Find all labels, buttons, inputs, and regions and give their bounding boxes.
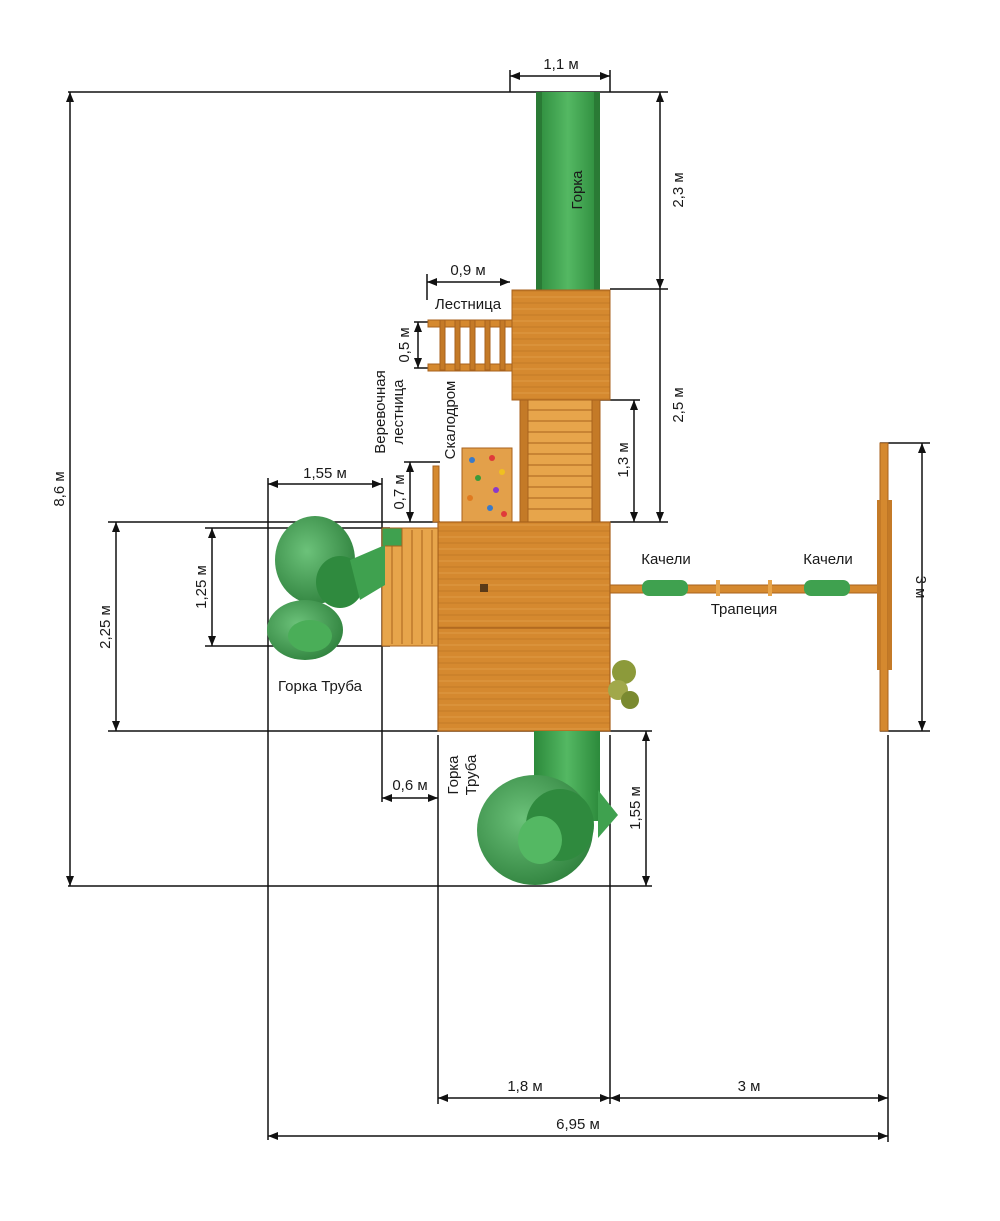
slide-label: Горка <box>569 170 586 210</box>
tube-slide-bottom-label-2: Труба <box>463 754 480 795</box>
bush <box>608 660 639 709</box>
tube-slide-left <box>267 516 385 660</box>
upper-tower <box>511 289 611 401</box>
rope-ladder <box>432 465 440 523</box>
tube-slide-bottom <box>477 731 618 885</box>
swings-label-1: Качели <box>641 551 691 568</box>
slide-length-label: 2,3 м <box>670 172 687 207</box>
swing-frame <box>609 442 892 732</box>
tube-slide-bottom-label-1: Горка <box>445 755 462 795</box>
rope-ladder-label-2: лестница <box>390 379 407 445</box>
tube-slide-left-label: Горка Труба <box>278 678 363 695</box>
ladder <box>427 319 513 372</box>
stairs <box>519 399 601 523</box>
slide <box>536 92 600 292</box>
total-height-label: 8,6 м <box>51 471 68 506</box>
swing-width-label: 3 м <box>912 576 929 599</box>
tube-left-width-label: 1,55 м <box>303 465 347 482</box>
offset-bottom-label: 0,6 м <box>392 777 427 794</box>
side-deck <box>381 527 439 647</box>
ladder-label: Лестница <box>435 296 502 313</box>
dimension-lines <box>68 70 930 1142</box>
slide-width-label: 1,1 м <box>543 56 578 73</box>
swing-length-label: 3 м <box>738 1078 761 1095</box>
ladder-width-label: 0,5 м <box>396 327 413 362</box>
tube-left-height-label: 1,25 м <box>193 565 210 609</box>
swings-label-2: Качели <box>803 551 853 568</box>
main-platform <box>437 521 611 732</box>
platform-width-label: 1,8 м <box>507 1078 542 1095</box>
trapeze-label: Трапеция <box>711 601 778 618</box>
platform-height-label: 2,25 м <box>97 605 114 649</box>
arrow-heads <box>66 72 926 1140</box>
stairs-length-label: 1,3 м <box>615 442 632 477</box>
climbing-wall <box>461 447 513 523</box>
rope-ladder-height-label: 0,7 м <box>391 474 408 509</box>
tube-bottom-length-label: 1,55 м <box>627 786 644 830</box>
total-width-label: 6,95 м <box>556 1116 600 1133</box>
ladder-offset-label: 0,9 м <box>450 262 485 279</box>
upper-height-label: 2,5 м <box>670 387 687 422</box>
climbing-wall-label: Скалодром <box>442 381 459 460</box>
rope-ladder-label-1: Веревочная <box>372 370 389 453</box>
